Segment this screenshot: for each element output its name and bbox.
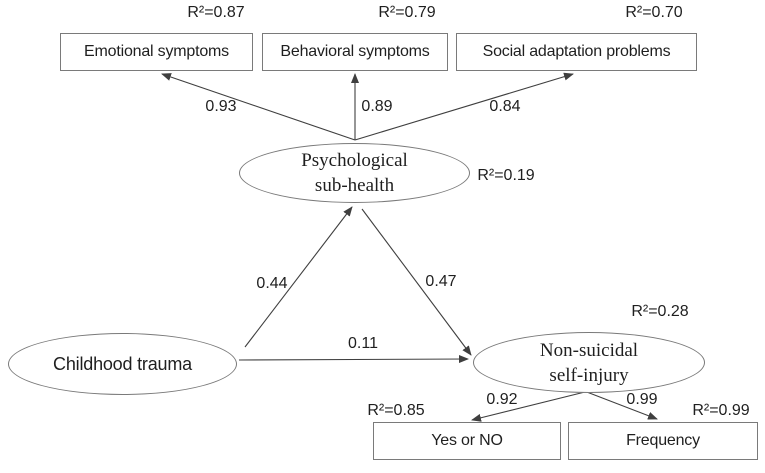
arrow-psych-to-emotional	[161, 73, 356, 141]
r2-emotional: R²=0.87	[187, 4, 245, 21]
arrow-childhood-to-nssi	[238, 355, 469, 364]
node-non-suicidal-self-injury: Non-suicidal self-injury	[473, 332, 705, 393]
node-label: Childhood trauma	[53, 353, 192, 374]
node-label: Emotional symptoms	[84, 43, 229, 60]
node-label: Social adaptation problems	[482, 43, 671, 60]
node-label: Frequency	[626, 432, 700, 449]
node-psychological-sub-health: Psychological sub-health	[239, 143, 470, 203]
node-behavioral-symptoms: Behavioral symptoms	[262, 33, 448, 71]
r2-frequency: R²=0.99	[692, 402, 750, 419]
node-label-line1: Non-suicidal	[539, 339, 639, 361]
coef-psych-social: 0.84	[489, 98, 521, 115]
node-label-line2: self-injury	[549, 364, 629, 386]
r2-nssi: R²=0.28	[631, 303, 689, 320]
coef-psych-nssi: 0.47	[425, 273, 457, 290]
arrow-nssi-to-frequency	[578, 388, 658, 420]
coef-childhood-psych: 0.44	[256, 275, 288, 292]
arrow-psych-to-nssi	[361, 208, 472, 356]
node-label-line2: sub-health	[314, 175, 395, 196]
node-social-adaptation-problems: Social adaptation problems	[456, 33, 697, 71]
arrow-nssi-to-yesno	[471, 388, 598, 422]
r2-behavioral: R²=0.79	[378, 4, 436, 21]
arrow-psych-to-social	[354, 72, 574, 141]
node-emotional-symptoms: Emotional symptoms	[60, 33, 253, 71]
coef-psych-emotional: 0.93	[205, 98, 237, 115]
r2-psychological: R²=0.19	[477, 167, 535, 184]
coef-nssi-yesno: 0.92	[486, 391, 518, 408]
r2-yesno: R²=0.85	[367, 402, 425, 419]
node-label-line1: Psychological	[301, 150, 408, 171]
node-label: Yes or NO	[431, 432, 503, 449]
coef-psych-behavioral: 0.89	[361, 98, 393, 115]
node-label: Behavioral symptoms	[280, 43, 430, 60]
coef-nssi-frequency: 0.99	[626, 391, 658, 408]
node-yes-or-no: Yes or NO	[373, 422, 561, 460]
node-frequency: Frequency	[568, 422, 758, 460]
r2-social: R²=0.70	[625, 4, 683, 21]
node-childhood-trauma: Childhood trauma	[8, 333, 237, 395]
coef-childhood-nssi: 0.11	[348, 335, 378, 352]
arrow-childhood-to-psych	[244, 206, 353, 348]
